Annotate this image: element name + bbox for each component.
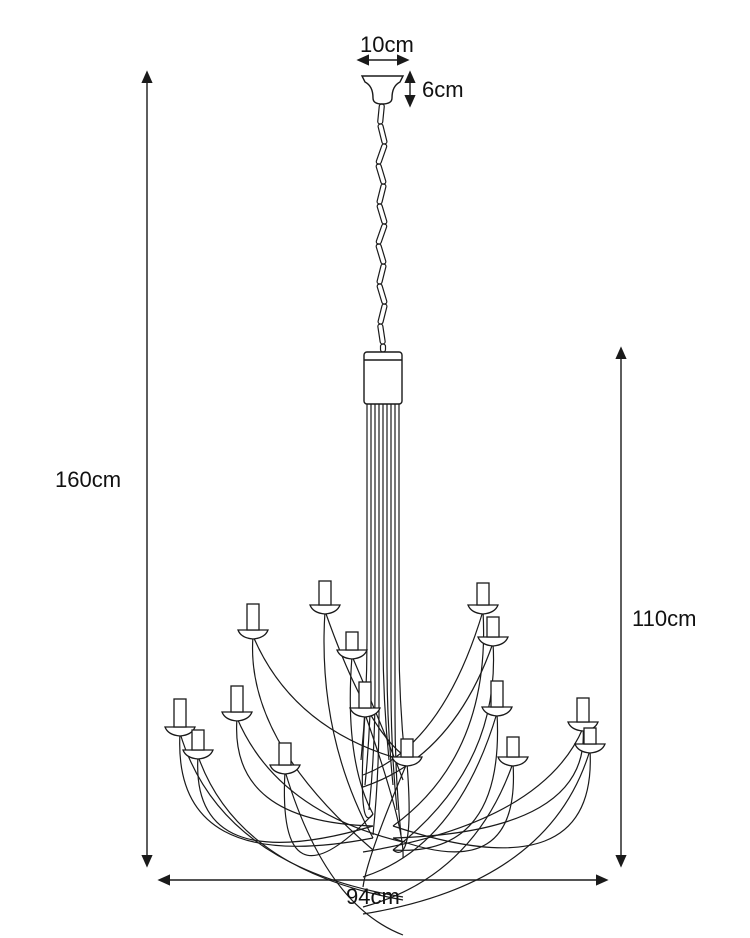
- candle-cup: [481, 706, 513, 717]
- candle-cup: [349, 707, 381, 718]
- chain-link: [375, 143, 388, 165]
- candle-cup: [391, 756, 423, 767]
- arm-curve: [323, 610, 374, 839]
- stem: [398, 404, 406, 761]
- body-height-label: 110cm: [632, 606, 697, 631]
- candle-cup: [182, 749, 214, 760]
- candle-cup: [309, 604, 341, 615]
- arm-curve: [179, 732, 374, 847]
- arm-curve: [392, 762, 515, 853]
- candle-cup: [269, 764, 301, 775]
- candle-cup: [221, 711, 253, 722]
- candle-cup: [497, 756, 529, 767]
- canopy: [360, 75, 405, 105]
- central-column: [363, 351, 403, 405]
- chain-link: [376, 263, 387, 285]
- chain-link: [375, 223, 388, 245]
- arm-curve: [236, 717, 404, 843]
- arm-curve: [392, 727, 584, 839]
- arm-curve: [362, 610, 484, 776]
- candle: [278, 742, 292, 766]
- arm-curve: [349, 655, 374, 815]
- width-label: 94cm: [346, 884, 400, 909]
- candle: [583, 727, 597, 745]
- chain: [375, 103, 388, 353]
- chain-link: [377, 303, 388, 325]
- arm-curve: [236, 717, 374, 827]
- arm-curve: [351, 655, 404, 781]
- candle: [490, 680, 504, 708]
- arm-curve: [284, 770, 404, 936]
- arm-curve: [392, 610, 485, 827]
- chain-link: [377, 123, 388, 145]
- stem: [364, 404, 372, 786]
- chain-link: [375, 163, 387, 185]
- arm-curve: [283, 770, 374, 857]
- arm-curve: [392, 749, 591, 849]
- candle: [506, 736, 520, 758]
- candle: [173, 698, 187, 728]
- chain-link: [376, 283, 388, 305]
- candle-cup: [477, 636, 509, 647]
- arm-curve: [362, 762, 514, 908]
- candle: [246, 603, 260, 631]
- arm-curve: [392, 712, 499, 851]
- chain-link: [377, 323, 386, 345]
- arm-curve: [197, 755, 374, 843]
- chain-link: [376, 183, 387, 205]
- stem: [368, 404, 376, 811]
- canopy-height-label: 6cm: [422, 77, 464, 102]
- chain-link: [379, 343, 387, 353]
- arm-curve: [362, 749, 591, 915]
- chain-link: [377, 103, 385, 125]
- arm-curve: [392, 762, 410, 853]
- stem: [382, 404, 390, 761]
- candle-cup: [336, 649, 368, 660]
- total-height-label: 160cm: [55, 467, 122, 492]
- arm-curve: [362, 712, 498, 878]
- candle: [230, 685, 244, 713]
- chain-link: [375, 243, 387, 265]
- canopy-width-label: 10cm: [360, 32, 414, 57]
- candle: [191, 729, 205, 751]
- candle: [358, 681, 372, 709]
- arm-curve: [392, 642, 495, 851]
- candle: [486, 616, 500, 638]
- candle: [318, 580, 332, 606]
- candle-cup: [467, 604, 499, 615]
- arm-curve: [197, 755, 404, 901]
- arm-curve: [362, 642, 494, 788]
- chain-link: [376, 203, 388, 225]
- candle-cup: [574, 743, 606, 754]
- candle-cup: [237, 629, 269, 640]
- stem: [386, 404, 394, 786]
- dimension-lines: [141, 54, 627, 886]
- candle-holders: [164, 580, 606, 775]
- candle-cup: [164, 726, 196, 737]
- arm-curve: [362, 762, 408, 888]
- candle: [476, 582, 490, 606]
- candle: [576, 697, 590, 723]
- candle: [400, 738, 414, 758]
- candle: [345, 631, 359, 651]
